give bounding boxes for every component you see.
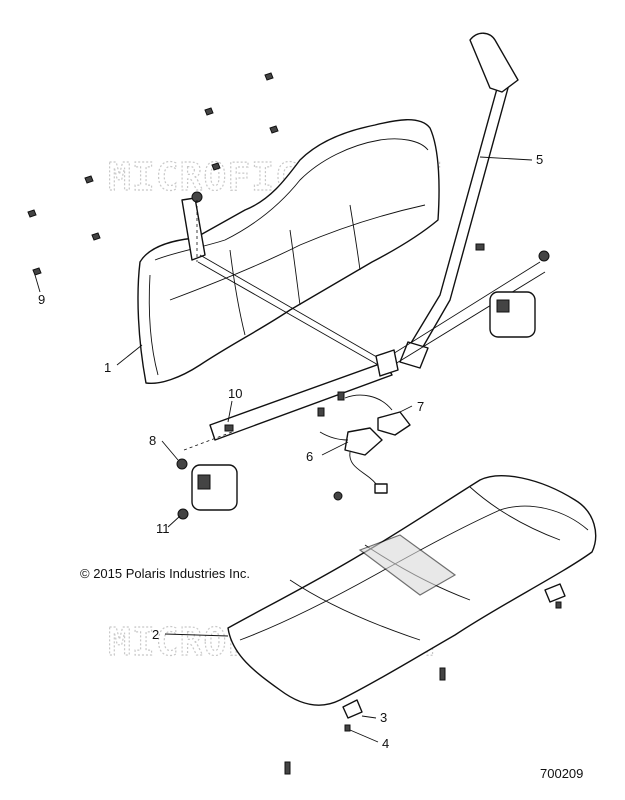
callout-3: 3 xyxy=(380,710,387,725)
callout-5: 5 xyxy=(536,152,543,167)
seat-bottom xyxy=(227,475,597,706)
retractor-left xyxy=(191,464,238,511)
leader-lines xyxy=(34,156,533,743)
callout-7: 7 xyxy=(417,399,424,414)
buckle-assembly xyxy=(319,394,411,494)
shoulder-belt xyxy=(181,32,546,373)
callout-2: 2 xyxy=(152,627,159,642)
seat-brackets xyxy=(342,583,566,719)
callout-11: 11 xyxy=(156,521,170,536)
callout-1: 1 xyxy=(104,360,111,375)
callout-6: 6 xyxy=(306,449,313,464)
lap-belt xyxy=(209,349,399,441)
copyright-text: © 2015 Polaris Industries Inc. xyxy=(80,566,250,581)
callout-9: 9 xyxy=(38,292,45,307)
fasteners xyxy=(27,72,562,775)
callout-8: 8 xyxy=(149,433,156,448)
retractor-right xyxy=(489,291,536,338)
diagram-id: 700209 xyxy=(540,766,583,781)
callout-10: 10 xyxy=(228,386,242,401)
seat-back xyxy=(137,119,440,385)
callout-4: 4 xyxy=(382,736,389,751)
